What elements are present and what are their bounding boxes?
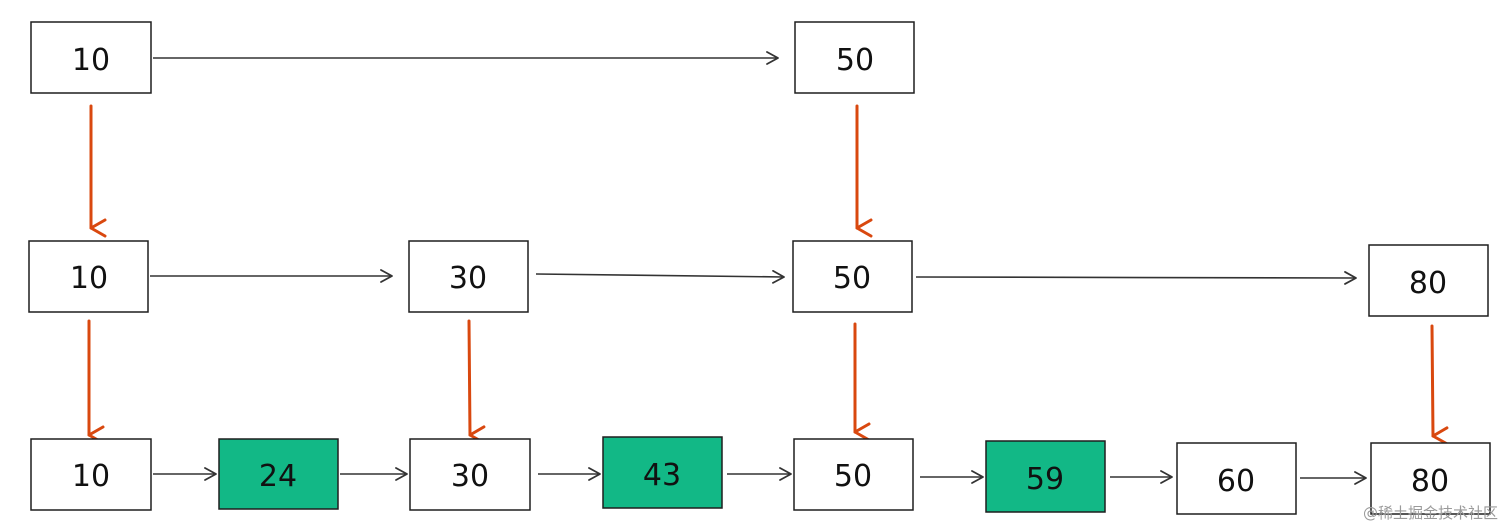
node-box (1368, 244, 1489, 317)
node-label: 60 (1217, 464, 1255, 499)
node-label: 80 (1409, 266, 1447, 301)
node-label: 43 (643, 458, 681, 493)
node-mid-10: 10 (28, 240, 149, 313)
arrow-mid-50-to-80 (915, 271, 1357, 285)
node-label: 50 (836, 43, 874, 78)
node-label: 24 (259, 459, 297, 494)
node-top-10: 10 (30, 21, 152, 94)
node-top-50: 50 (794, 21, 915, 94)
node-mid-50: 50 (792, 240, 913, 313)
down-arrow-80-mid-to-bot (1430, 324, 1449, 446)
node-box (985, 440, 1106, 513)
node-mid-80: 80 (1368, 244, 1489, 317)
node-bot-43-highlighted: 43 (602, 436, 723, 509)
node-box (1176, 442, 1297, 515)
node-bot-30: 30 (409, 438, 531, 511)
node-label: 50 (834, 459, 872, 494)
down-arrow-30-mid-to-bot (467, 319, 486, 445)
node-box (30, 21, 152, 94)
watermark: @稀土掘金技术社区 (1362, 504, 1498, 522)
node-box (792, 240, 913, 313)
node-box (794, 21, 915, 94)
node-label: 30 (449, 261, 487, 296)
arrow-mid-30-to-50 (535, 269, 785, 284)
node-box (28, 240, 149, 313)
node-bot-59-highlighted: 59 (985, 440, 1106, 513)
node-box (409, 438, 531, 511)
node-box (602, 436, 723, 509)
node-box (408, 240, 529, 313)
node-box (30, 438, 152, 511)
node-box (1370, 442, 1491, 515)
node-bot-60: 60 (1176, 442, 1297, 515)
node-box (218, 438, 339, 510)
node-label: 59 (1026, 462, 1064, 497)
node-label: 50 (833, 261, 871, 296)
node-label: 30 (451, 459, 489, 494)
node-label: 10 (72, 43, 110, 78)
node-label: 10 (72, 459, 110, 494)
node-label: 80 (1411, 464, 1449, 499)
node-bot-24-highlighted: 24 (218, 438, 339, 510)
node-bot-50: 50 (793, 438, 914, 511)
node-mid-30: 30 (408, 240, 529, 313)
node-label: 10 (70, 261, 108, 296)
node-bot-10: 10 (30, 438, 152, 511)
node-bot-80: 80 (1370, 442, 1491, 515)
node-box (793, 438, 914, 511)
